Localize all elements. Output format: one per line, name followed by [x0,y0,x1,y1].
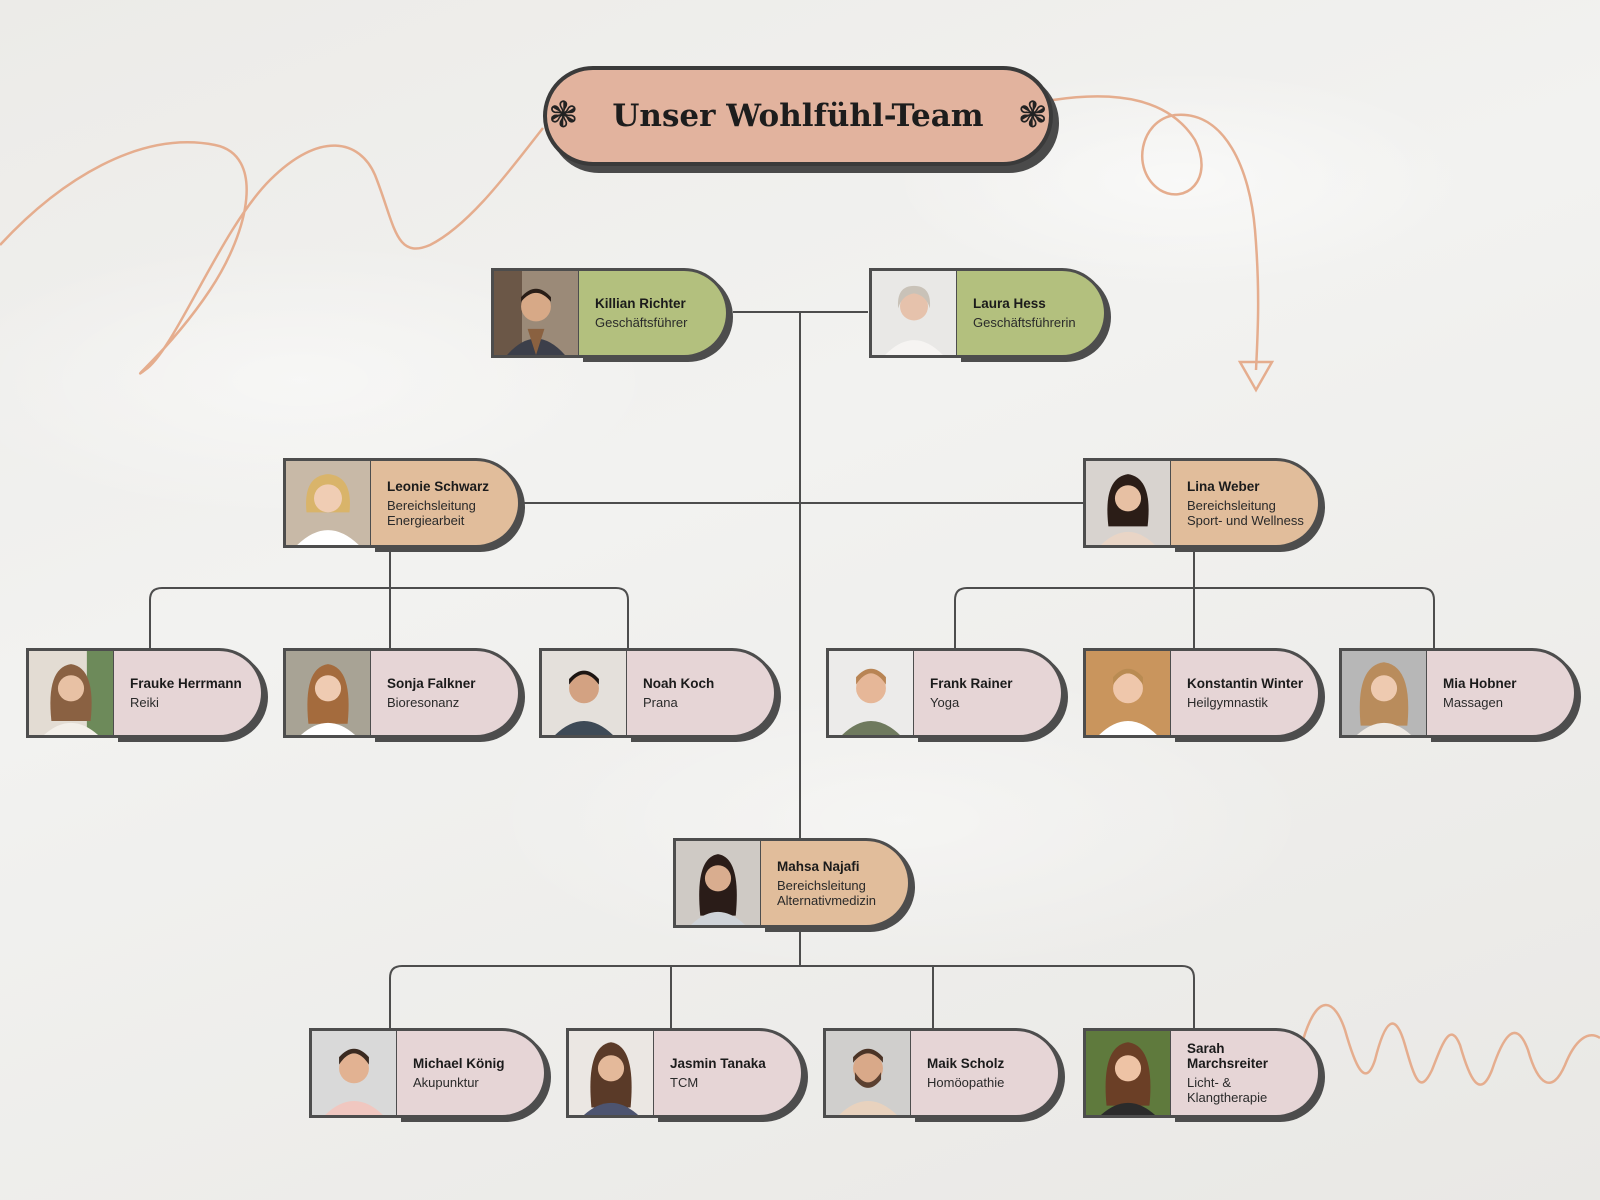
person-name: Frauke Herrmann [130,676,242,691]
flower-icon: ❃ [548,95,579,136]
person-name: Frank Rainer [930,676,1013,691]
person-role: Bereichsleitung Alternativmedizin [777,877,876,908]
person-role: TCM [670,1075,699,1090]
person-role: Bereichsleitung Energiearbeit [387,497,476,528]
avatar [309,1028,399,1118]
person-role: Bereichsleitung Sport- und Wellness [1187,497,1304,528]
org-card-mia-hobner[interactable]: Mia Hobner Massagen [1339,648,1577,738]
avatar [673,838,763,928]
person-role: Licht- & Klangtherapie [1187,1075,1268,1105]
person-role: Bioresonanz [387,695,460,710]
person-name: Laura Hess [973,296,1046,311]
person-role: Prana [643,695,678,710]
person-role: Massagen [1443,695,1503,710]
avatar [869,268,959,358]
org-card-frauke-herrmann[interactable]: Frauke Herrmann Reiki [26,648,264,738]
avatar [283,458,373,548]
person-name: Noah Koch [643,676,715,691]
person-role: Yoga [930,695,960,710]
person-name: Mahsa Najafi [777,858,860,874]
org-card-sonja-falkner[interactable]: Sonja Falkner Bioresonanz [283,648,521,738]
avatar [823,1028,913,1118]
flower-icon: ❃ [1017,95,1048,136]
avatar [566,1028,656,1118]
org-card-sarah-marchsreiter[interactable]: Sarah Marchsreiter Licht- & Klangtherapi… [1083,1028,1321,1118]
person-name: Maik Scholz [927,1056,1005,1071]
person-name: Sarah Marchsreiter [1187,1041,1269,1071]
person-name: Michael König [413,1056,505,1071]
org-card-maik-scholz[interactable]: Maik Scholz Homöopathie [823,1028,1061,1118]
person-role: Akupunktur [413,1075,479,1090]
org-card-frank-rainer[interactable]: Frank Rainer Yoga [826,648,1064,738]
person-role: Geschäftsführer [595,315,688,330]
page-title: Unser Wohlfühl-Team [612,98,984,134]
avatar [491,268,581,358]
org-card-killian-richter[interactable]: Killian Richter Geschäftsführer [491,268,729,358]
avatar [1083,1028,1173,1118]
avatar [1083,458,1173,548]
avatar [539,648,629,738]
avatar [1083,648,1173,738]
title-banner: ❃ Unser Wohlfühl-Team ❃ [543,66,1053,166]
person-name: Mia Hobner [1443,676,1517,691]
person-role: Reiki [130,695,159,710]
org-card-lina-weber[interactable]: Lina Weber Bereichsleitung Sport- und We… [1083,458,1321,548]
org-card-noah-koch[interactable]: Noah Koch Prana [539,648,777,738]
person-role: Heilgymnastik [1187,695,1268,710]
avatar [1339,648,1429,738]
person-name: Lina Weber [1187,478,1260,494]
org-card-michael-koenig[interactable]: Michael König Akupunktur [309,1028,547,1118]
person-role: Homöopathie [927,1075,1005,1090]
avatar [826,648,916,738]
person-name: Leonie Schwarz [387,478,490,494]
person-name: Konstantin Winter [1187,676,1304,691]
person-name: Sonja Falkner [387,676,476,691]
org-card-jasmin-tanaka[interactable]: Jasmin Tanaka TCM [566,1028,804,1118]
org-card-konstantin-winter[interactable]: Konstantin Winter Heilgymnastik [1083,648,1321,738]
person-name: Killian Richter [595,296,686,311]
org-card-mahsa-najafi[interactable]: Mahsa Najafi Bereichsleitung Alternativm… [673,838,911,928]
avatar [26,648,116,738]
person-name: Jasmin Tanaka [670,1056,766,1071]
avatar [283,648,373,738]
person-role: Geschäftsführerin [973,315,1076,330]
org-card-leonie-schwarz[interactable]: Leonie Schwarz Bereichsleitung Energiear… [283,458,521,548]
org-card-laura-hess[interactable]: Laura Hess Geschäftsführerin [869,268,1107,358]
doodle-lines [0,95,1600,1086]
